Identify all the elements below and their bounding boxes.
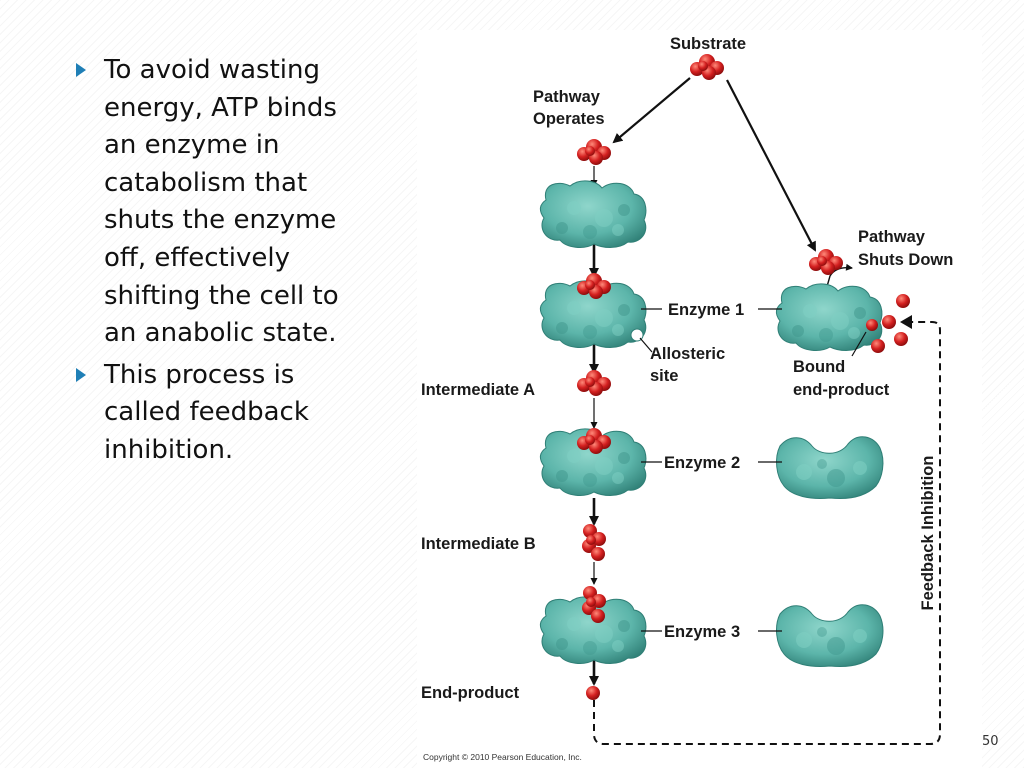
allosteric-site-label-line1: Allosteric [650,345,725,363]
copyright-text: Copyright © 2010 Pearson Education, Inc. [423,752,582,762]
pathway-shuts-down-label-line2: Shuts Down [858,251,953,269]
substrate-molecule [809,249,843,275]
substrate-molecule [577,139,611,165]
intermediate-a-label: Intermediate A [421,381,535,399]
enzyme-1-label: Enzyme 1 [668,301,744,319]
bullet-text: To avoid wasting energy, ATP binds an en… [104,55,339,349]
end-product-molecule [894,332,908,346]
feedback-inhibition-label: Feedback Inhibition [919,456,937,611]
intermediate-a-molecule [577,370,611,396]
enzyme-1-free [539,180,647,248]
bound-end-product-label-line2: end-product [793,381,890,399]
feedback-inhibition-diagram: Substrate Pathway Operates Pathway Shuts… [417,30,982,768]
enzyme-3-free [776,604,884,667]
end-product-molecule [871,339,885,353]
triangle-bullet-icon [76,63,86,77]
bound-end-product [866,319,878,331]
pathway-shuts-down-label-line1: Pathway [858,228,926,246]
end-product-label: End-product [421,684,520,702]
feedback-arrowhead [900,315,912,329]
enzyme-3-label: Enzyme 3 [664,623,740,641]
bullet-item: This process is called feedback inhibiti… [76,357,366,470]
pathway-operates-label-line1: Pathway [533,88,601,106]
enzyme-2-label: Enzyme 2 [664,454,740,472]
enzyme-1-inhibited [775,283,883,351]
intermediate-b-molecule [582,524,606,561]
arrow-to-pathway-shuts-down [726,79,816,252]
feedback-loop-line [593,321,941,745]
end-product-molecule [882,315,896,329]
enzyme-2-free [776,436,884,499]
end-product-molecule [586,686,600,700]
bullet-text: This process is called feedback inhibiti… [104,359,309,465]
end-product-molecule [896,294,910,308]
bound-end-product-label-line1: Bound [793,358,845,376]
pathway-operates-label-line2: Operates [533,110,605,128]
triangle-bullet-icon [76,367,86,382]
allosteric-site-label-line2: site [650,367,678,385]
intermediate-b-label: Intermediate B [421,535,536,553]
arrow-to-pathway-operates [612,77,691,144]
slide-number: 50 [982,734,999,749]
substrate-molecule [690,54,724,80]
substrate-label: Substrate [670,35,746,53]
bullet-list: To avoid wasting energy, ATP binds an en… [76,52,366,474]
bullet-item: To avoid wasting energy, ATP binds an en… [76,52,366,353]
